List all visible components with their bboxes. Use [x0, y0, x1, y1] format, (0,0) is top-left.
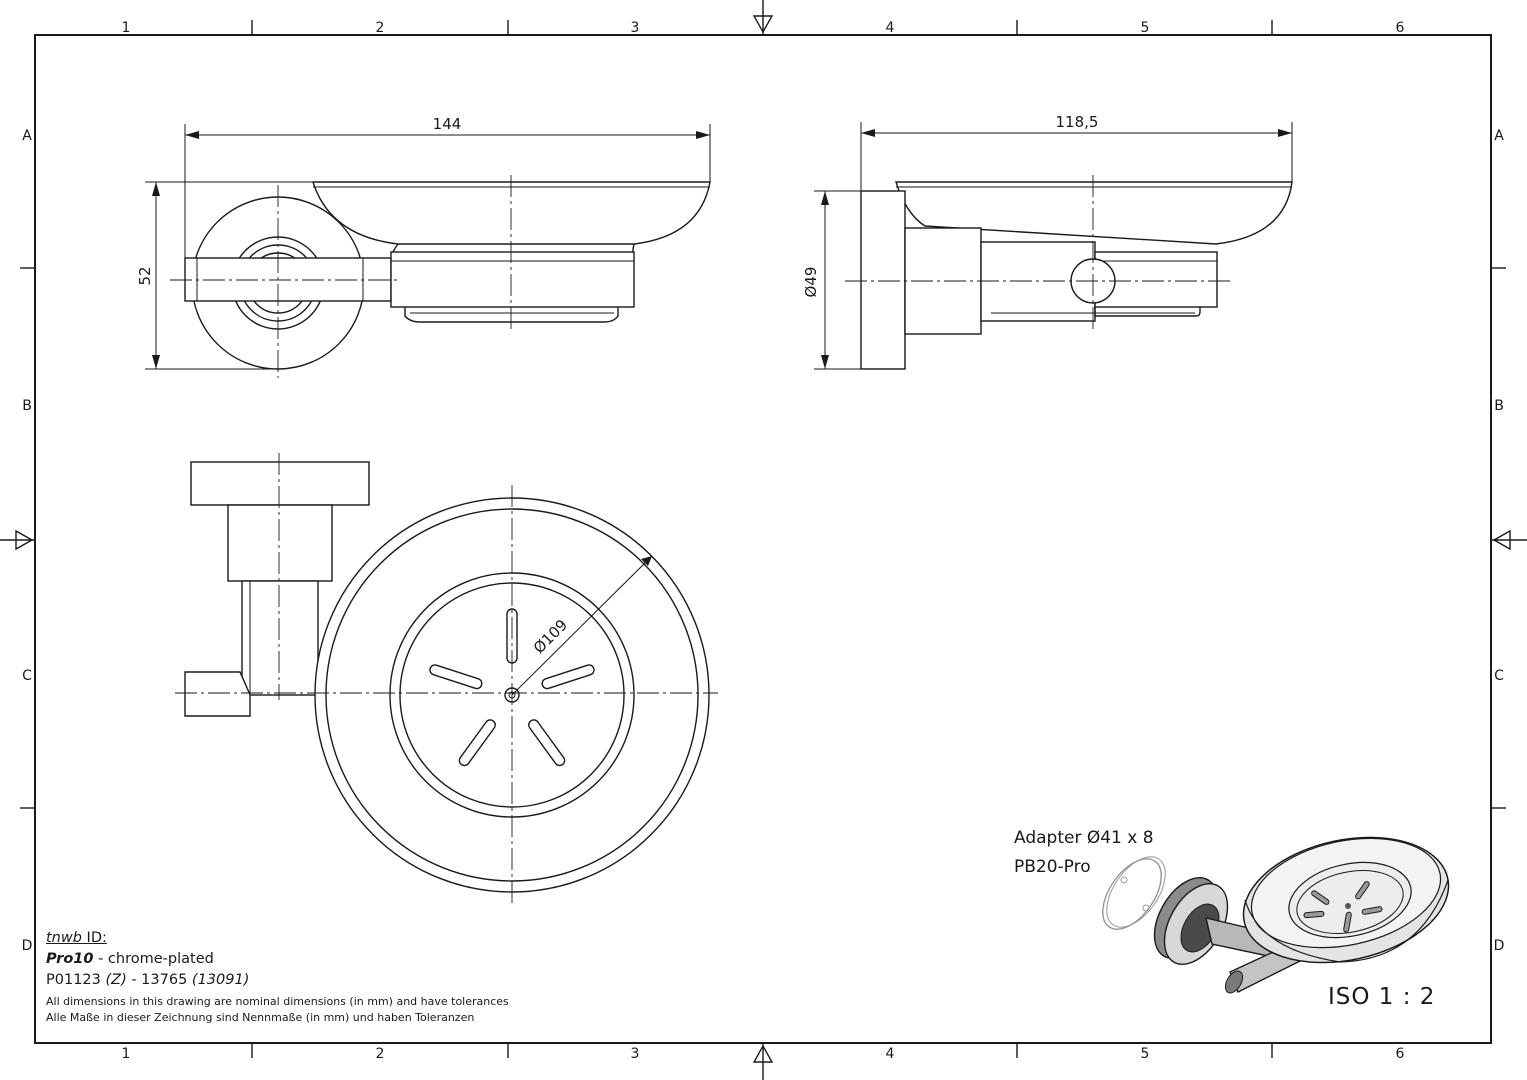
- col-label-bottom-3: 3: [631, 1046, 640, 1062]
- col-label-top-4: 4: [886, 20, 895, 36]
- product-line: Pro10 - chrome-plated: [46, 949, 509, 970]
- side-dimensions: 118,5 Ø49: [802, 113, 1293, 370]
- col-label-bottom-5: 5: [1141, 1046, 1150, 1062]
- row-label-right-b: B: [1494, 398, 1504, 414]
- code-z: (Z): [105, 972, 127, 988]
- title-block: tnwb ID: Pro10 - chrome-plated P01123 (Z…: [46, 928, 509, 1026]
- row-label-right-a: A: [1494, 128, 1504, 144]
- col-label-bottom-4: 4: [886, 1046, 895, 1062]
- top-view: [175, 453, 718, 905]
- frame-labels: 1 2 3 4 5 6 1 2 3 4 5 6 A B C D A B C D: [22, 20, 1505, 1062]
- product-finish: - chrome-plated: [93, 951, 214, 967]
- row-label-left-c: C: [22, 668, 32, 684]
- row-label-left-b: B: [22, 398, 32, 414]
- row-label-right-d: D: [1494, 938, 1505, 954]
- iso-view: [1102, 836, 1450, 994]
- id-label: ID:: [81, 930, 107, 946]
- note-german: Alle Maße in dieser Zeichnung sind Nennm…: [46, 1011, 475, 1024]
- front-view: [170, 175, 711, 378]
- col-label-top-2: 2: [376, 20, 385, 36]
- adapter-line-1: Adapter Ø41 x 8: [1014, 828, 1154, 848]
- front-dimensions: 144 52: [136, 115, 711, 370]
- col-label-top-5: 5: [1141, 20, 1150, 36]
- scale-label: ISO 1 : 2: [1328, 984, 1436, 1010]
- product-name: Pro10: [46, 951, 94, 967]
- col-label-bottom-2: 2: [376, 1046, 385, 1062]
- row-label-right-c: C: [1494, 668, 1504, 684]
- code-mid: - 13765: [126, 972, 192, 988]
- dim-front-width: 144: [433, 115, 462, 133]
- dim-front-height: 52: [136, 266, 154, 285]
- code-line: P01123 (Z) - 13765 (13091): [46, 970, 509, 991]
- row-label-left-d: D: [22, 938, 33, 954]
- column-ticks: [20, 20, 1506, 1058]
- code-alt: (13091): [191, 972, 250, 988]
- brand-label: tnwb: [46, 930, 82, 946]
- col-label-top-6: 6: [1396, 20, 1405, 36]
- col-label-bottom-1: 1: [122, 1046, 131, 1062]
- note-english: All dimensions in this drawing are nomin…: [46, 995, 509, 1008]
- dim-side-width: 118,5: [1056, 113, 1099, 131]
- col-label-top-1: 1: [122, 20, 131, 36]
- dim-side-diameter: Ø49: [802, 267, 820, 298]
- col-label-top-3: 3: [631, 20, 640, 36]
- id-line: tnwb ID:: [46, 928, 509, 949]
- code-prefix: P01123: [46, 972, 106, 988]
- row-label-left-a: A: [22, 128, 32, 144]
- adapter-line-2: PB20-Pro: [1014, 857, 1091, 877]
- adapter-note: Adapter Ø41 x 8 PB20-Pro: [1014, 824, 1154, 882]
- col-label-bottom-6: 6: [1396, 1046, 1405, 1062]
- side-view: [845, 175, 1293, 370]
